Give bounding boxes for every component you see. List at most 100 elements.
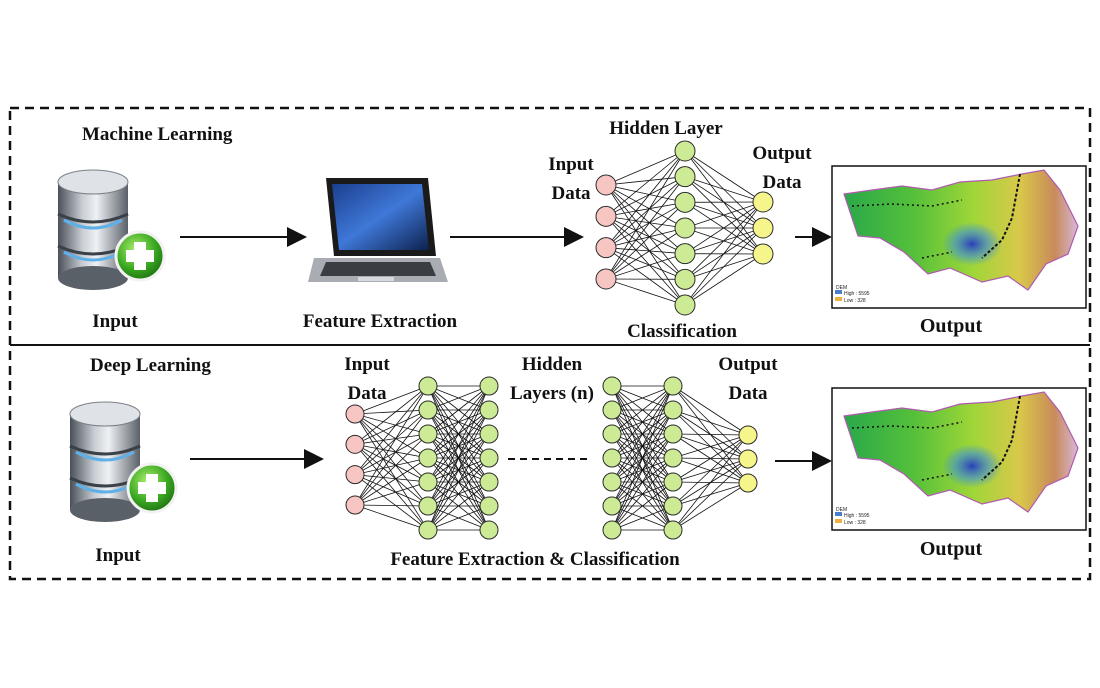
connection-line [605,150,686,186]
hidden-node [674,217,696,239]
dl-output-data-label-line2: Data [728,383,768,404]
connection-line [605,184,686,229]
dl-legend-title: DEM [836,507,847,513]
connection-line [354,413,429,435]
connection-line [684,150,764,203]
hidden-node [674,140,696,162]
connection-line [354,443,429,483]
hidden-node [674,191,696,213]
connection-line [605,247,686,306]
database-plus-icon [68,400,178,524]
connection-line [354,474,429,507]
connection-line [354,474,429,483]
outer-frame [8,106,1092,581]
connection-line [672,433,749,436]
hidden-node [418,424,438,444]
connection-line [427,385,490,483]
connection-line [605,216,686,280]
hidden-node [663,496,683,516]
connection-line [354,413,429,483]
connection-line [605,247,686,280]
connection-line [427,385,490,459]
connections [605,150,764,306]
ml-neural-network [595,140,774,316]
output-node [752,191,774,213]
connection-line [605,278,686,306]
connection-line [354,481,429,506]
connection-line [605,201,686,249]
connection-line [427,457,490,531]
dl-section: Deep Learning Input Input Data Hidden La… [68,354,1087,570]
connection-line [605,227,686,249]
connection-line [354,385,429,506]
dl-legend-low: Low : 328 [844,520,866,526]
ml-input-data-label-line1: Input [548,154,594,175]
ml-input-data-label-line2: Data [551,183,591,204]
hidden-node [602,472,622,492]
connection-line [605,176,686,280]
hidden-node [479,400,499,420]
hidden-node [602,424,622,444]
connection-line [427,385,490,507]
input-node [345,404,365,424]
dl-output-label: Output [920,538,983,560]
hidden-node [663,520,683,540]
connection-line [354,409,429,415]
hidden-node [602,376,622,396]
connection-line [605,184,686,203]
ml-legend-high: High : 5595 [844,291,870,297]
connection-line [354,504,429,531]
hidden-node [479,448,499,468]
ml-title: Machine Learning [82,124,233,145]
dl-input-data-label-line2: Data [347,383,387,404]
ml-section: Machine Learning Input Feature Extractio… [56,118,1087,342]
connection-line [611,385,674,531]
connection-line [672,458,749,531]
connection-line [354,504,429,507]
connection-line [605,247,686,255]
connection-line [611,433,674,531]
hidden-node [479,496,499,516]
input-node [595,205,617,227]
connection-line [605,202,686,280]
connection-line [611,409,674,531]
connection-line [354,433,429,506]
hidden-node [674,268,696,290]
connection-line [672,409,749,436]
connection-line [427,385,490,531]
connection-line [611,385,674,483]
connection-line [427,385,490,411]
dl-input-data-label-line1: Input [344,354,390,375]
connection-line [605,150,686,280]
connection-line [605,184,686,280]
connection-line [684,227,764,306]
connection-line [354,385,429,475]
connection-line [605,176,686,186]
input-node [595,174,617,196]
connection-line [605,215,686,229]
output-node [752,217,774,239]
dl-legend-high: High : 5595 [844,513,870,519]
connection-line [684,201,764,229]
ml-legend-low: Low : 328 [844,298,866,304]
hidden-node [663,424,683,444]
hidden-node [418,376,438,396]
hidden-node [479,472,499,492]
hidden-node [674,166,696,188]
ml-hidden-layer-label: Hidden Layer [609,118,723,139]
connection-line [354,457,429,506]
hidden-node [602,520,622,540]
connection-line [605,201,686,217]
hidden-node [663,376,683,396]
connection-line [672,434,749,507]
ml-output-data-label-line2: Data [762,172,802,193]
connection-line [427,385,490,435]
connection-line [427,505,490,531]
connection-line [611,385,674,411]
connection-line [684,253,764,306]
input-node [345,495,365,515]
connection-line [605,215,686,255]
connection-line [605,176,686,217]
hidden-node [602,448,622,468]
